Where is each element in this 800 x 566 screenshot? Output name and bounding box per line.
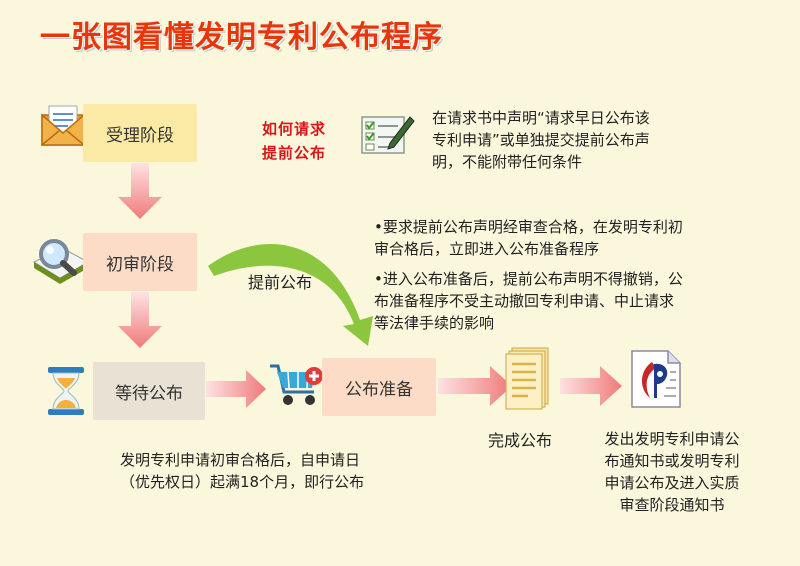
arrow-preliminary-to-waiting	[118, 292, 162, 348]
final-notice-note: 发出发明专利申请公 布通知书或发明专利 申请公布及进入实质 审查阶段通知书	[604, 430, 740, 514]
stage-waiting: 等待公布	[93, 362, 205, 420]
request-note: 在请求书中声明“请求早日公布该 专利申请”或单独提交提前公布声 明，不能附带任何…	[432, 109, 650, 171]
stage-accept: 受理阶段	[83, 104, 197, 162]
stage-complete: 完成公布	[488, 431, 553, 450]
arrow-waiting-to-prepare	[206, 370, 266, 408]
waiting-note: 发明专利申请初审合格后，自申请日 （优先权日）起满18个月，即行公布	[120, 451, 365, 491]
hourglass-icon	[48, 367, 84, 415]
magnifier-book-icon	[32, 239, 90, 284]
arrow-prepare-to-complete	[438, 366, 512, 406]
how-to-request-label: 如何请求 提前公布	[262, 120, 327, 162]
requirement-note-1: •要求提前公布声明经审查合格，在发明专利初 审合格后，立即进入公布准备程序	[374, 218, 683, 258]
requirement-note-2: •进入公布准备后，提前公布声明不得撤销，公 布准备程序不受主动撤回专利申请、中止…	[374, 270, 683, 332]
shopping-cart-icon	[270, 364, 323, 405]
pdf-document-icon	[631, 350, 681, 408]
stage-preliminary: 初审阶段	[83, 233, 197, 291]
envelope-icon	[41, 105, 85, 146]
stage-prepare: 公布准备	[322, 358, 436, 416]
arrow-complete-to-notice	[560, 366, 622, 406]
document-stack-icon	[505, 347, 549, 410]
checklist-pen-icon	[361, 116, 415, 154]
early-publish-curve	[208, 243, 373, 346]
early-publish-label: 提前公布	[248, 273, 313, 292]
arrow-accept-to-preliminary	[118, 163, 162, 219]
page-title: 一张图看懂发明专利公布程序	[40, 20, 443, 55]
